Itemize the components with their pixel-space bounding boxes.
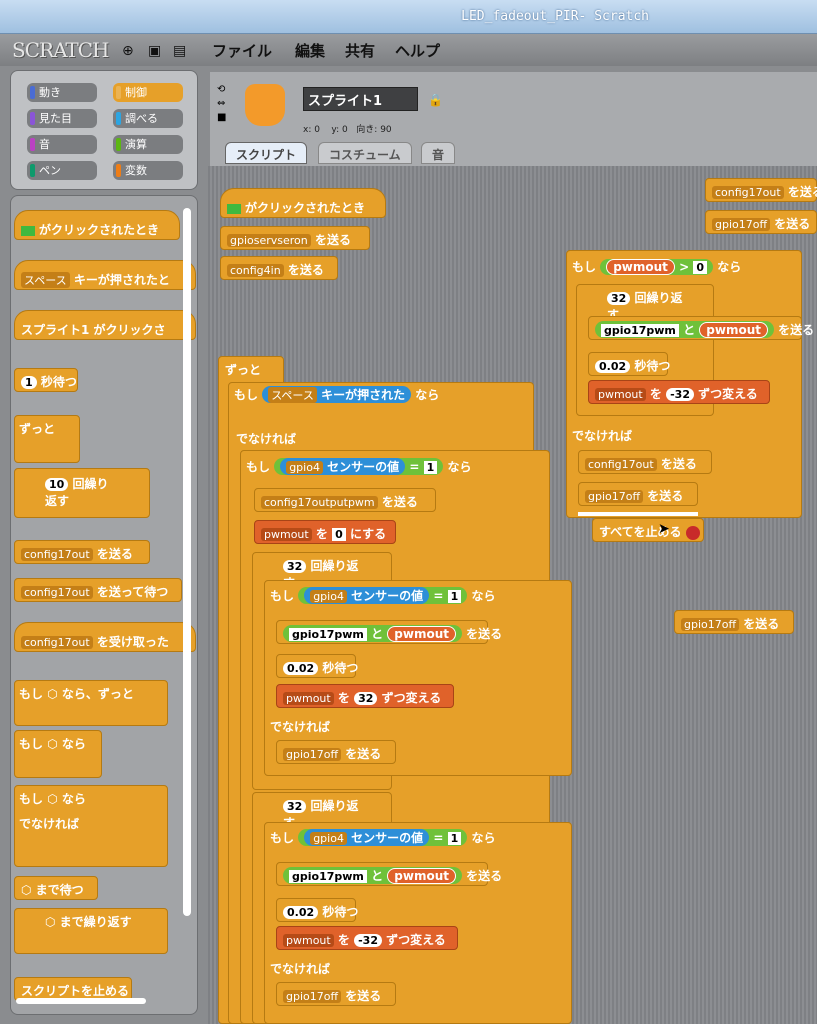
menu-help[interactable]: ヘルプ — [395, 42, 441, 60]
sprite-name-field[interactable]: スプライト1 — [303, 87, 418, 111]
broadcast-config4in[interactable]: config4in を送る — [220, 256, 338, 280]
palette-if[interactable]: もし ⬡ なら — [14, 730, 102, 778]
cat-pen[interactable]: ペン — [27, 161, 97, 180]
broadcast-gpio17off-r3[interactable]: gpio17off を送る — [674, 610, 794, 634]
save-icon[interactable]: ▣ — [148, 43, 162, 59]
when-flag-hat[interactable]: がクリックされたとき — [220, 188, 386, 218]
palette-forever-if[interactable]: もし ⬡ なら、ずっと — [14, 680, 168, 726]
cat-motion[interactable]: 動き — [27, 83, 97, 102]
category-selector: 動き 制御 見た目 調べる 音 演算 ペン 変数 — [10, 70, 198, 190]
cat-operators[interactable]: 演算 — [113, 135, 183, 154]
share-icon[interactable]: ▤ — [173, 43, 187, 59]
menu-edit[interactable]: 編集 — [295, 42, 326, 60]
rotate-icon[interactable]: ⟲ — [217, 84, 226, 95]
scratch-logo: SCRATCH — [12, 38, 109, 62]
sprite-coords: x: 0 y: 0 向き: 90 — [303, 125, 392, 135]
change-pwmout-r[interactable]: pwmout を -32 ずつ変える — [588, 380, 770, 404]
palette-forever[interactable]: ずっと — [14, 415, 80, 463]
broadcast-config17out-r2[interactable]: config17out を送る — [578, 450, 712, 474]
sprite-cat-icon — [245, 84, 285, 126]
title-bar: LED_fadeout_PIR- Scratch — [0, 0, 817, 34]
palette-when-sprite-clicked[interactable]: スプライト1 がクリックさ — [14, 310, 196, 340]
palette-wait[interactable]: 1 秒待つ — [14, 368, 78, 392]
palette-if-else[interactable]: もし ⬡ ならでなければ — [14, 785, 168, 867]
broadcast-config17out-r[interactable]: config17out を送る — [705, 178, 817, 202]
palette-broadcast[interactable]: config17out を送る — [14, 540, 150, 564]
tab-sounds[interactable]: 音 — [421, 142, 456, 164]
else-label: でなければ — [236, 432, 297, 446]
cat-control[interactable]: 制御 — [113, 83, 183, 102]
menu-bar: SCRATCH ⊕ ▣ ▤ ファイル 編集 共有 ヘルプ — [0, 34, 817, 66]
stop-all-block[interactable]: すべてを止める — [592, 518, 704, 542]
cat-looks[interactable]: 見た目 — [27, 109, 97, 128]
window-title: LED_fadeout_PIR- Scratch — [461, 9, 649, 24]
palette-broadcast-wait[interactable]: config17out を送って待つ — [14, 578, 182, 602]
no-rotate-icon[interactable]: ■ — [217, 112, 227, 123]
broadcast-gpio17pwm-r[interactable]: gpio17pwm と pwmout を送る — [588, 316, 814, 340]
wait-b[interactable]: 0.02 秒待つ — [276, 898, 358, 922]
tab-costumes[interactable]: コスチューム — [318, 142, 412, 164]
menu-file[interactable]: ファイル — [212, 42, 273, 60]
mouse-cursor-icon: ➤ — [658, 521, 670, 537]
palette-horizontal-scrollbar[interactable] — [16, 998, 146, 1004]
cat-variables[interactable]: 変数 — [113, 161, 183, 180]
cat-sensing[interactable]: 調べる — [113, 109, 183, 128]
wait-r[interactable]: 0.02 秒待つ — [588, 352, 670, 376]
tab-scripts[interactable]: スクリプト — [225, 142, 308, 164]
broadcast-gpio17pwm-a[interactable]: gpio17pwm と pwmout を送る — [276, 620, 502, 644]
palette-repeat-until[interactable]: ⬡ まで繰り返す — [14, 908, 168, 954]
green-flag-icon — [21, 225, 35, 236]
broadcast-gpio17off-r2[interactable]: gpio17off を送る — [578, 482, 698, 506]
palette-when-flag[interactable]: がクリックされたとき — [14, 210, 180, 240]
palette-when-key[interactable]: スペース キーが押されたと — [14, 260, 196, 290]
wait-a[interactable]: 0.02 秒待つ — [276, 654, 358, 678]
broadcast-gpio17off-b[interactable]: gpio17off を送る — [276, 982, 396, 1006]
palette-wait-until[interactable]: ⬡ まで待つ — [14, 876, 98, 900]
broadcast-gpio17off-a[interactable]: gpio17off を送る — [276, 740, 396, 764]
broadcast-gpio17pwm-b[interactable]: gpio17pwm と pwmout を送る — [276, 862, 502, 886]
lock-icon[interactable]: 🔒 — [428, 93, 443, 107]
cat-sound[interactable]: 音 — [27, 135, 97, 154]
palette-vertical-scrollbar[interactable] — [183, 208, 191, 916]
broadcast-gpio17off-r[interactable]: gpio17off を送る — [705, 210, 817, 234]
broadcast-gpioserv[interactable]: gpioservseron を送る — [220, 226, 370, 250]
green-flag-icon — [227, 203, 241, 214]
menu-share[interactable]: 共有 — [345, 42, 376, 60]
globe-icon[interactable]: ⊕ — [122, 43, 134, 59]
set-pwmout[interactable]: pwmout を 0 にする — [254, 520, 396, 544]
drop-indicator — [578, 512, 698, 516]
stop-sign-icon — [685, 525, 700, 540]
change-pwmout-b[interactable]: pwmout を -32 ずつ変える — [276, 926, 458, 950]
flip-icon[interactable]: ⇔ — [217, 98, 226, 109]
palette-when-receive[interactable]: config17out を受け取った — [14, 622, 196, 652]
palette-repeat[interactable]: 10 回繰り返す — [14, 468, 150, 518]
change-pwmout-a[interactable]: pwmout を 32 ずつ変える — [276, 684, 454, 708]
broadcast-cfg17pwm[interactable]: config17outputpwm を送る — [254, 488, 436, 512]
